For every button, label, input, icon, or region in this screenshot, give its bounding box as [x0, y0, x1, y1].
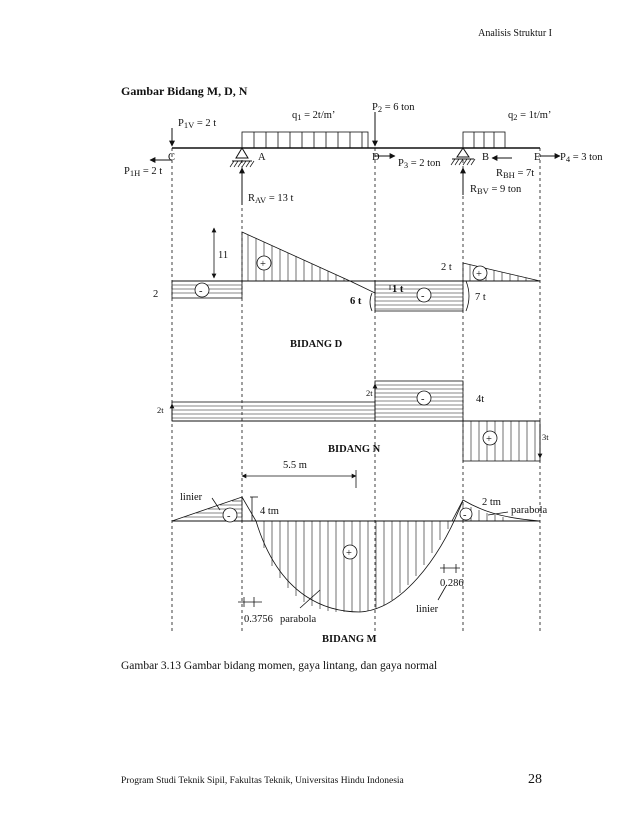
shear-value-2t: 2 t	[441, 262, 452, 273]
shear-value-11: 11	[218, 250, 228, 261]
normal-value-3t: 3t	[542, 432, 549, 442]
p1h-label: P1H = 2 t	[124, 166, 162, 178]
p2-label: P2 = 6 ton	[372, 102, 415, 114]
normal-title: BIDANG N	[328, 444, 381, 455]
moment-title: BIDANG M	[322, 634, 377, 645]
moment-label-linier-mid: linier	[416, 604, 439, 615]
q2-label: q2 = 1t/m’	[508, 110, 551, 122]
moment-sign-ab: +	[346, 548, 352, 559]
q1-label: q1 = 2t/m’	[292, 110, 335, 122]
moment-dimension: 5.5 m	[283, 460, 307, 471]
running-header: Analisis Struktur I	[478, 28, 552, 39]
shear-sign-be: +	[476, 269, 482, 280]
p4-label: P4 = 3 ton	[560, 152, 603, 164]
p1v-label: P1V = 2 t	[178, 118, 216, 130]
shear-value-2: 2	[153, 289, 158, 300]
beam-loads	[149, 112, 561, 205]
node-c: C	[168, 152, 175, 163]
moment-value-2tm: 2 tm	[482, 497, 501, 508]
moment-value-03756: 0.3756	[244, 614, 273, 625]
moment-value-4tm: 4 tm	[260, 506, 279, 517]
rav-label: RAV = 13 t	[248, 193, 293, 205]
moment-label-parabola-right: parabola	[511, 505, 547, 516]
normal-value-2t-left: 2t	[157, 405, 164, 415]
support-a	[229, 147, 255, 168]
node-d: D	[372, 152, 380, 163]
shear-value-1t: 1 t	[392, 284, 404, 295]
moment-value-0286: 0.286	[440, 578, 464, 589]
section-title: Gambar Bidang M, D, N	[121, 84, 248, 98]
p3-label: P3 = 2 ton	[398, 158, 441, 170]
moment-sign-ca: -	[227, 511, 231, 522]
normal-value-4t: 4t	[476, 394, 484, 405]
moment-diagram	[171, 470, 541, 613]
normal-diagram	[169, 380, 543, 462]
structure-diagram: P1V = 2 t q1 = 2t/m’ P2 = 6 ton q2 = 1t/…	[124, 102, 603, 645]
moment-sign-be: -	[463, 510, 467, 521]
node-e: E	[534, 152, 540, 163]
shear-title: BIDANG D	[290, 339, 343, 350]
distributed-load-q1	[241, 131, 369, 149]
moment-label-parabola-mid: parabola	[280, 614, 316, 625]
moment-label-linier-left: linier	[180, 492, 203, 503]
figure-caption: Gambar 3.13 Gambar bidang momen, gaya li…	[121, 660, 438, 672]
shear-value-7t: 7 t	[475, 292, 486, 303]
page-number: 28	[528, 772, 542, 787]
normal-sign-be: +	[486, 434, 492, 445]
support-b	[450, 147, 476, 166]
normal-value-2t-mid: 2t	[366, 388, 373, 398]
shear-sign-ca: -	[199, 286, 203, 297]
shear-diagram	[171, 227, 541, 312]
node-b: B	[482, 152, 489, 163]
shear-sign-ad: +	[260, 259, 266, 270]
footer-institution: Program Studi Teknik Sipil, Fakultas Tek…	[121, 776, 404, 786]
node-a: A	[258, 152, 266, 163]
normal-sign-db: -	[421, 394, 425, 405]
shear-value-6t: 6 t	[350, 296, 362, 307]
dashed-guides	[171, 148, 541, 632]
shear-sign-db: -	[421, 291, 425, 302]
rbv-label: RBV = 9 ton	[470, 184, 522, 196]
rbh-label: RBH = 7t	[496, 168, 534, 180]
